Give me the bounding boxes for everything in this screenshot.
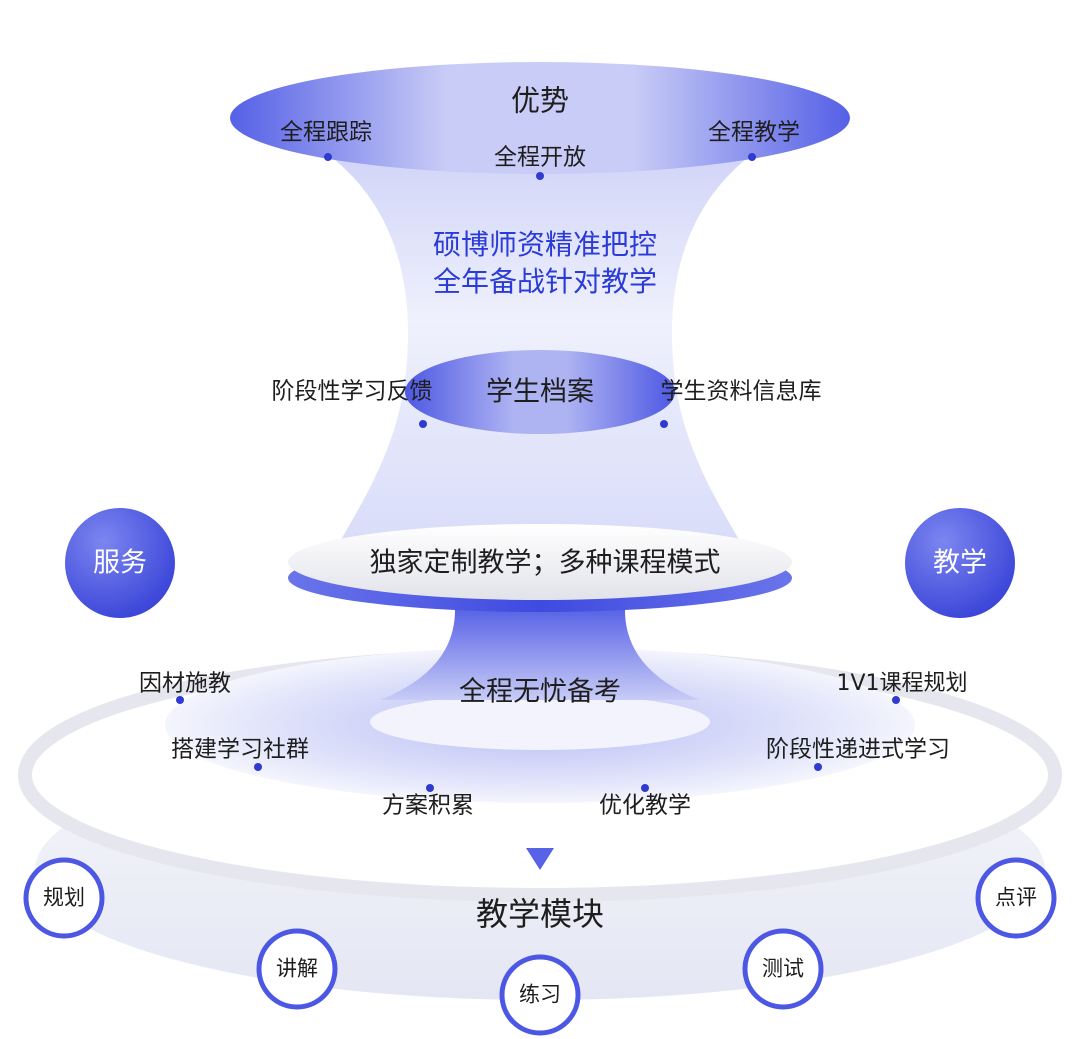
stage-feedback-label: 阶段性学习反馈 bbox=[271, 378, 433, 405]
advantage-title: 优势 bbox=[510, 83, 570, 118]
plan-accumulation-label: 方案积累 bbox=[382, 792, 474, 819]
optimize-teaching-label: 优化教学 bbox=[599, 792, 691, 819]
full-tracking-label: 全程跟踪 bbox=[280, 119, 372, 146]
funnel-body bbox=[278, 125, 802, 560]
lower-platform-inner bbox=[370, 694, 710, 750]
top-ellipse bbox=[230, 62, 850, 174]
module-plan: 规划 bbox=[43, 885, 85, 910]
tailored-teaching-label: 因材施教 bbox=[139, 670, 231, 697]
module-title: 教学模块 bbox=[475, 895, 605, 933]
custom-teaching-label: 独家定制教学；多种课程模式 bbox=[369, 547, 721, 579]
module-test: 测试 bbox=[762, 956, 804, 981]
teaching-label: 教学 bbox=[933, 547, 987, 579]
middle-ellipse bbox=[405, 350, 675, 434]
full-teaching-label: 全程教学 bbox=[708, 119, 800, 146]
one-on-one-plan-label: 1V1课程规划 bbox=[836, 671, 968, 696]
module-review: 点评 bbox=[995, 885, 1037, 910]
down-arrow-icon bbox=[526, 848, 554, 870]
full-open-label: 全程开放 bbox=[494, 144, 586, 171]
disc-top bbox=[288, 524, 792, 600]
student-archive-label: 学生档案 bbox=[486, 376, 594, 408]
service-label: 服务 bbox=[93, 547, 147, 579]
worry-free-label: 全程无忧备考 bbox=[459, 676, 621, 708]
module-practice: 练习 bbox=[519, 982, 561, 1007]
pedestal-stem bbox=[380, 610, 700, 700]
student-database-label: 学生资料信息库 bbox=[660, 378, 822, 405]
module-circles bbox=[23, 857, 1057, 1036]
teaching-sphere bbox=[905, 508, 1015, 618]
progressive-study-label: 阶段性递进式学习 bbox=[766, 736, 950, 763]
module-explain: 讲解 bbox=[276, 956, 318, 981]
service-sphere bbox=[65, 508, 175, 618]
study-community-label: 搭建学习社群 bbox=[171, 736, 309, 763]
teacher-control-text: 硕博师资精准把控 bbox=[432, 228, 658, 261]
marker-dots bbox=[176, 153, 900, 792]
year-round-text: 全年备战针对教学 bbox=[432, 265, 658, 298]
